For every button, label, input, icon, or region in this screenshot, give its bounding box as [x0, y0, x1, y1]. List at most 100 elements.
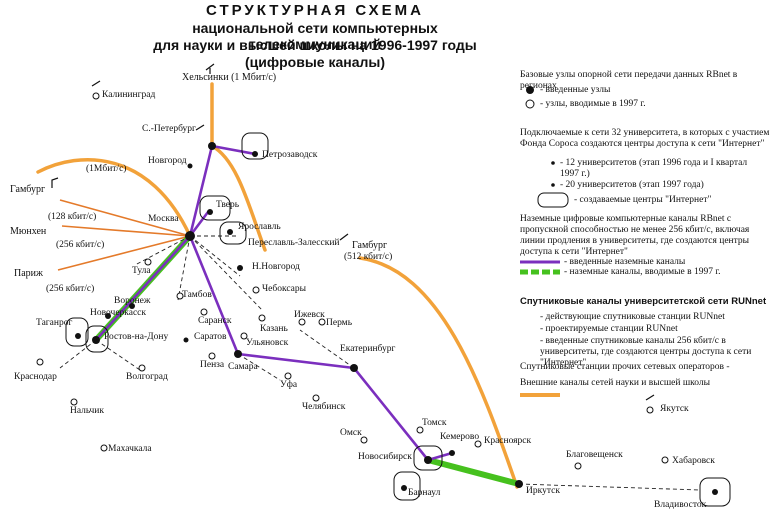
label-munich: Мюнхен [10, 226, 47, 237]
label-voronezh: Воронеж [114, 296, 151, 306]
node-nalchik [70, 398, 78, 406]
sat-link-5 [518, 483, 701, 491]
label-rostov: Ростов-на-Дону [104, 332, 169, 342]
legend-ground-done: - введенные наземные каналы [564, 257, 686, 267]
sat-link-3 [189, 235, 241, 277]
node-vladivostok [712, 489, 718, 495]
label-saratov: Саратов [194, 332, 227, 342]
label-petrozavodsk: Петрозаводск [262, 150, 318, 160]
satellite-icon-yakutsk [645, 394, 655, 401]
legend-univ-20: - 20 университетов (этап 1997 года) [560, 180, 704, 190]
node-krasnodar [36, 358, 44, 366]
legend-univ-20 [551, 183, 555, 187]
label-nnovgorod: Н.Новгород [252, 262, 300, 272]
node-kazan [258, 314, 266, 322]
node-yakutsk [646, 406, 654, 414]
node-tver [207, 209, 213, 215]
label-hamburg-west-speed: (1Мбит/с) [86, 164, 127, 174]
node-novgorod [187, 163, 193, 169]
legend-sat-planned: - проектируемые станции RUNnet [540, 324, 678, 334]
label-paris: Париж [14, 268, 43, 279]
node-petrozavodsk [252, 151, 258, 157]
node-tambov [176, 292, 184, 300]
legend-sat-active: - действующие спутниковые станции RUNnet [540, 312, 725, 322]
legend-sat-other: Спутниковые станции прочих сетевых опера… [520, 362, 730, 372]
label-barnaul: Барнаул [408, 488, 441, 498]
legend-ground-header: Наземные цифровые компьютерные каналы RB… [520, 214, 750, 257]
legend-graphics [520, 86, 569, 397]
ground-samara-ekaterinburg [236, 352, 356, 370]
node-omsk [360, 436, 368, 444]
label-krasnoyarsk: Красноярск [484, 436, 532, 446]
label-ekaterinburg: Екатеринбург [340, 344, 396, 354]
label-munich-speed: (256 кбит/с) [56, 240, 105, 250]
node-saratov [183, 337, 189, 343]
node-krasnoyarsk [474, 440, 482, 448]
node-taganrog [75, 333, 81, 339]
node-barnaul [401, 485, 407, 491]
label-pereslavl: Переславль-Залесский [248, 238, 340, 248]
label-hamburg-east-speed: (512 кбит/с) [344, 252, 393, 262]
internet-center-yaroslavl [219, 221, 247, 245]
internet-center-petrozavodsk [241, 132, 269, 160]
node-samara [234, 350, 242, 358]
label-yakutsk: Якутск [660, 404, 689, 414]
label-kemerovo: Кемерово [440, 432, 480, 442]
label-tomsk: Томск [422, 418, 447, 428]
label-novosibirsk: Новосибирск [358, 452, 412, 462]
internet-center-novosibirsk [413, 445, 443, 471]
label-irkutsk: Иркутск [526, 486, 560, 496]
title-line-1: СТРУКТУРНАЯ СХЕМА [206, 2, 424, 19]
legend-node-planned [525, 99, 535, 109]
node-ekaterinburg [350, 364, 358, 372]
title-line-2: национальной сети компьютерных телекомму… [192, 20, 438, 52]
satellite-icon-spb [195, 124, 205, 131]
node-perm [318, 318, 326, 326]
external-channel-hamburg-east [358, 256, 519, 489]
label-tula: Тула [132, 266, 151, 276]
ground-moscow-samara [188, 234, 240, 356]
node-saransk [200, 308, 208, 316]
label-munich-speed-top: (128 кбит/с) [48, 212, 97, 222]
label-hamburg-west: Гамбург [10, 184, 46, 195]
node-cheboksary [252, 286, 260, 294]
satellite-icon-hamburg-east [339, 233, 349, 241]
label-nalchik: Нальчик [70, 406, 104, 416]
label-saransk: Саранск [198, 316, 232, 326]
label-samara: Самара [228, 362, 258, 372]
ground-spb-petrozavodsk [210, 144, 257, 156]
satellite-icon-hamburg [51, 177, 59, 188]
label-volgograd: Волгоград [126, 372, 168, 382]
legend-base-header: Базовые узлы опорной сети передачи данны… [520, 70, 738, 91]
label-kazan: Казань [260, 324, 288, 334]
node-tomsk [416, 426, 424, 434]
node-ufa [284, 372, 292, 380]
internet-center-barnaul [393, 471, 421, 501]
label-moscow: Москва [148, 214, 179, 224]
node-blagoveshchensk [574, 462, 582, 470]
sat-link-9 [237, 353, 281, 381]
legend-univ-centers: - создаваемые центры "Интернет" [574, 195, 712, 205]
external-channel-hamburg-west [36, 157, 192, 238]
label-ufa: Уфа [280, 380, 298, 390]
label-taganrog: Таганрог [36, 318, 73, 328]
legend-ground-planned: - наземные каналы, вводимые в 1997 г. [564, 267, 721, 277]
external-channel-128 [59, 199, 191, 237]
ground-planned-novosibirsk-irkutsk [425, 457, 522, 487]
internet-center-vladivostok [699, 477, 731, 507]
node-novosibirsk [424, 456, 432, 464]
node-novocherkassk [105, 313, 111, 319]
label-spb: С.-Петербург [142, 124, 196, 134]
title-line-3: для науки и высшей школы на 1996-1997 го… [153, 37, 477, 53]
internet-center-rostov [85, 325, 109, 353]
node-voronezh [129, 303, 135, 309]
label-krasnodar: Краснодар [14, 372, 57, 382]
node-irkutsk [515, 480, 523, 488]
ground-ekaterinburg-novosibirsk [352, 366, 430, 462]
label-makhachkala: Махачкала [108, 444, 152, 454]
node-penza [208, 352, 216, 360]
label-yaroslavl: Ярославль [238, 222, 281, 232]
label-novgorod: Новгород [148, 156, 187, 166]
